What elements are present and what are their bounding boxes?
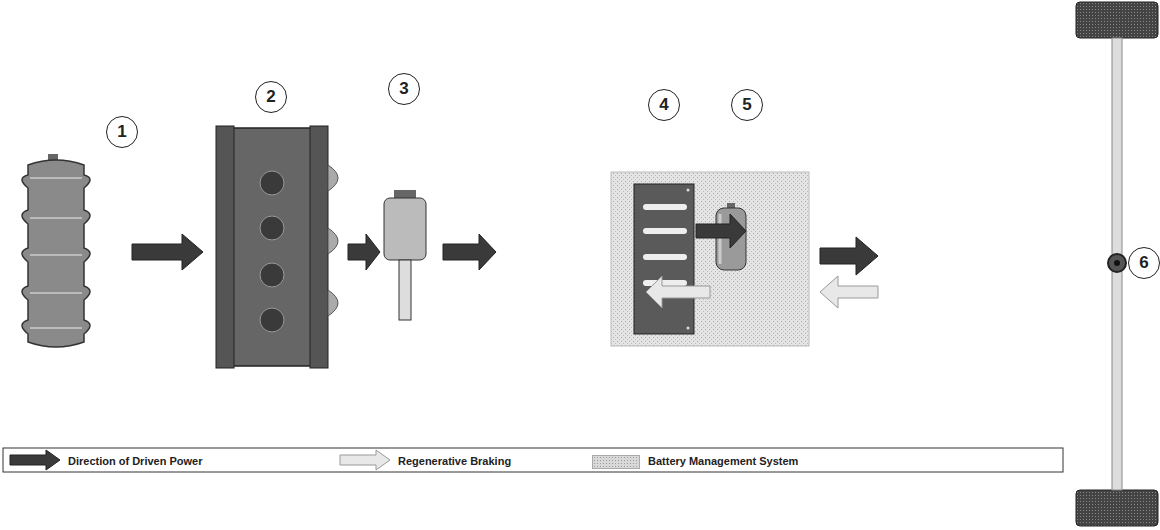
legend-swatch xyxy=(592,455,640,469)
legend-text: Regenerative Braking xyxy=(398,455,511,467)
callout-circle: 4 xyxy=(648,89,680,121)
callout-circle: 3 xyxy=(388,73,420,105)
callout-number: 5 xyxy=(742,95,751,115)
legend-item: Regenerative Braking xyxy=(398,455,511,467)
callout-circle: 6 xyxy=(1128,247,1160,279)
legend-item: Direction of Driven Power xyxy=(68,455,202,467)
engine xyxy=(216,126,338,368)
legend-frame xyxy=(3,448,1063,472)
battery-pack xyxy=(634,184,694,334)
legend-text: Direction of Driven Power xyxy=(68,455,202,467)
power-arrows xyxy=(132,214,878,308)
callout-number: 4 xyxy=(659,95,668,115)
axle-and-wheels xyxy=(1076,2,1158,526)
fuel-tank xyxy=(22,154,90,347)
callout-number: 3 xyxy=(399,79,408,99)
callout-number: 6 xyxy=(1139,253,1148,273)
legend-item: Battery Management System xyxy=(648,455,798,467)
callout-circle: 1 xyxy=(106,116,138,148)
generator xyxy=(384,190,426,320)
callout-number: 1 xyxy=(117,122,126,142)
callout-number: 2 xyxy=(266,87,275,107)
callout-circle: 2 xyxy=(255,81,287,113)
callout-circle: 5 xyxy=(731,89,763,121)
battery-management-region xyxy=(611,172,809,346)
legend-text: Battery Management System xyxy=(648,455,798,467)
